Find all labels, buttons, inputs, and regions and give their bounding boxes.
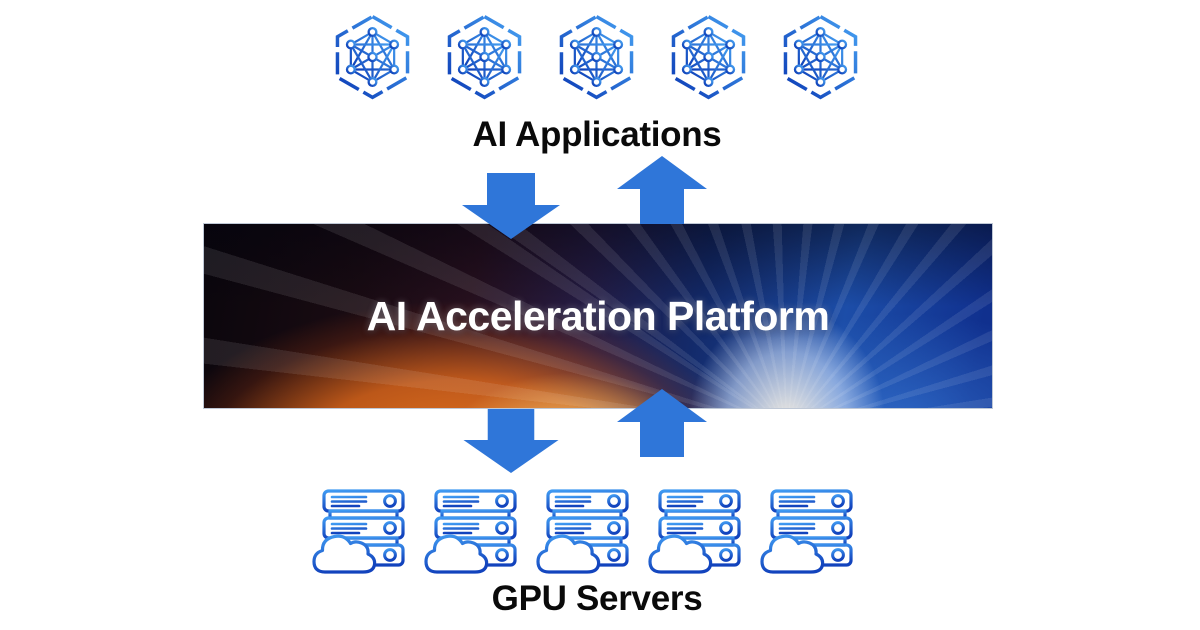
ai-application-icon xyxy=(782,13,860,101)
gpu-server-icon xyxy=(312,488,406,574)
gpu-server-icon xyxy=(536,488,630,574)
hexagon-network-glyph xyxy=(447,14,524,100)
arrow-up-from-platform-icon xyxy=(616,156,708,224)
hexagon-network-glyph xyxy=(335,14,412,100)
platform-banner: AI Acceleration Platform xyxy=(203,223,993,409)
arrow-down-to-servers-icon xyxy=(461,409,561,473)
arrow-down-to-platform-icon xyxy=(461,173,561,239)
ai-applications-label: AI Applications xyxy=(472,115,722,154)
cloud-glyph xyxy=(536,534,601,574)
gpu-server-icon xyxy=(648,488,742,574)
hexagon-network-glyph xyxy=(559,14,636,100)
server-rack-glyph xyxy=(536,489,629,574)
cloud-glyph xyxy=(760,534,825,574)
server-rack-glyph xyxy=(760,489,853,574)
platform-banner-title: AI Acceleration Platform xyxy=(366,292,830,339)
gpu-servers-icon-row xyxy=(312,488,854,574)
ai-application-icon xyxy=(670,13,748,101)
hexagon-network-glyph xyxy=(783,14,860,100)
cloud-glyph xyxy=(424,534,489,574)
ai-application-icon xyxy=(558,13,636,101)
server-rack-glyph xyxy=(312,489,405,574)
server-rack-glyph xyxy=(424,489,517,574)
server-rack-glyph xyxy=(648,489,741,574)
gpu-server-icon xyxy=(760,488,854,574)
arrow-up-from-servers-icon xyxy=(616,388,708,458)
cloud-glyph xyxy=(648,534,713,574)
ai-application-icon xyxy=(334,13,412,101)
hexagon-network-glyph xyxy=(671,14,748,100)
cloud-glyph xyxy=(312,534,377,574)
gpu-server-icon xyxy=(424,488,518,574)
ai-applications-icon-row xyxy=(334,13,860,101)
ai-application-icon xyxy=(446,13,524,101)
gpu-servers-label: GPU Servers xyxy=(491,579,703,618)
